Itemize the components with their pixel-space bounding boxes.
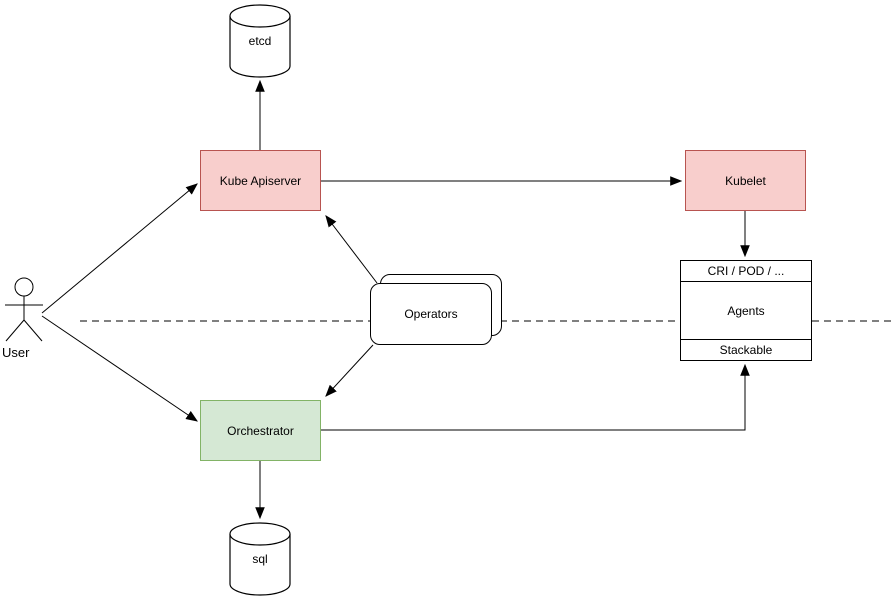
node-etcd[interactable]: etcd <box>229 4 291 78</box>
agents-stack-bottom-row: Stackable <box>681 339 811 360</box>
node-label: etcd <box>248 34 272 48</box>
node-orchestrator[interactable]: Orchestrator <box>200 400 321 461</box>
user-actor-label: User <box>2 345 30 360</box>
agents-stack-top-row: CRI / POD / ... <box>681 261 811 282</box>
agents-stack-middle-row: Agents <box>681 282 811 339</box>
node-agents-stack[interactable]: CRI / POD / ... Agents Stackable <box>680 260 812 361</box>
node-operators[interactable]: Operators <box>370 274 502 345</box>
cylinder-icon <box>229 4 291 78</box>
node-kube-apiserver[interactable]: Kube Apiserver <box>200 150 321 211</box>
actor-leg-right <box>23 319 43 342</box>
edge-user-orchestrator <box>41 315 198 422</box>
edge-operators-orchestrator <box>325 344 374 397</box>
actor-head <box>14 277 34 297</box>
edge-user-apiserver <box>41 183 198 314</box>
node-label: sql <box>252 552 268 566</box>
node-label: Kubelet <box>725 173 766 188</box>
node-label: Operators <box>404 307 458 321</box>
node-label: Kube Apiserver <box>219 173 302 188</box>
node-label: Orchestrator <box>227 423 294 438</box>
edge-orchestrator-stackable <box>321 363 750 431</box>
user-actor-figure[interactable] <box>5 277 43 342</box>
node-sql[interactable]: sql <box>229 522 291 596</box>
operators-front-card: Operators <box>370 283 492 345</box>
edge-operators-apiserver <box>325 215 378 284</box>
actor-leg-left <box>5 319 25 342</box>
node-label: Agents <box>727 303 765 318</box>
cylinder-icon <box>229 522 291 596</box>
node-kubelet[interactable]: Kubelet <box>685 150 806 211</box>
